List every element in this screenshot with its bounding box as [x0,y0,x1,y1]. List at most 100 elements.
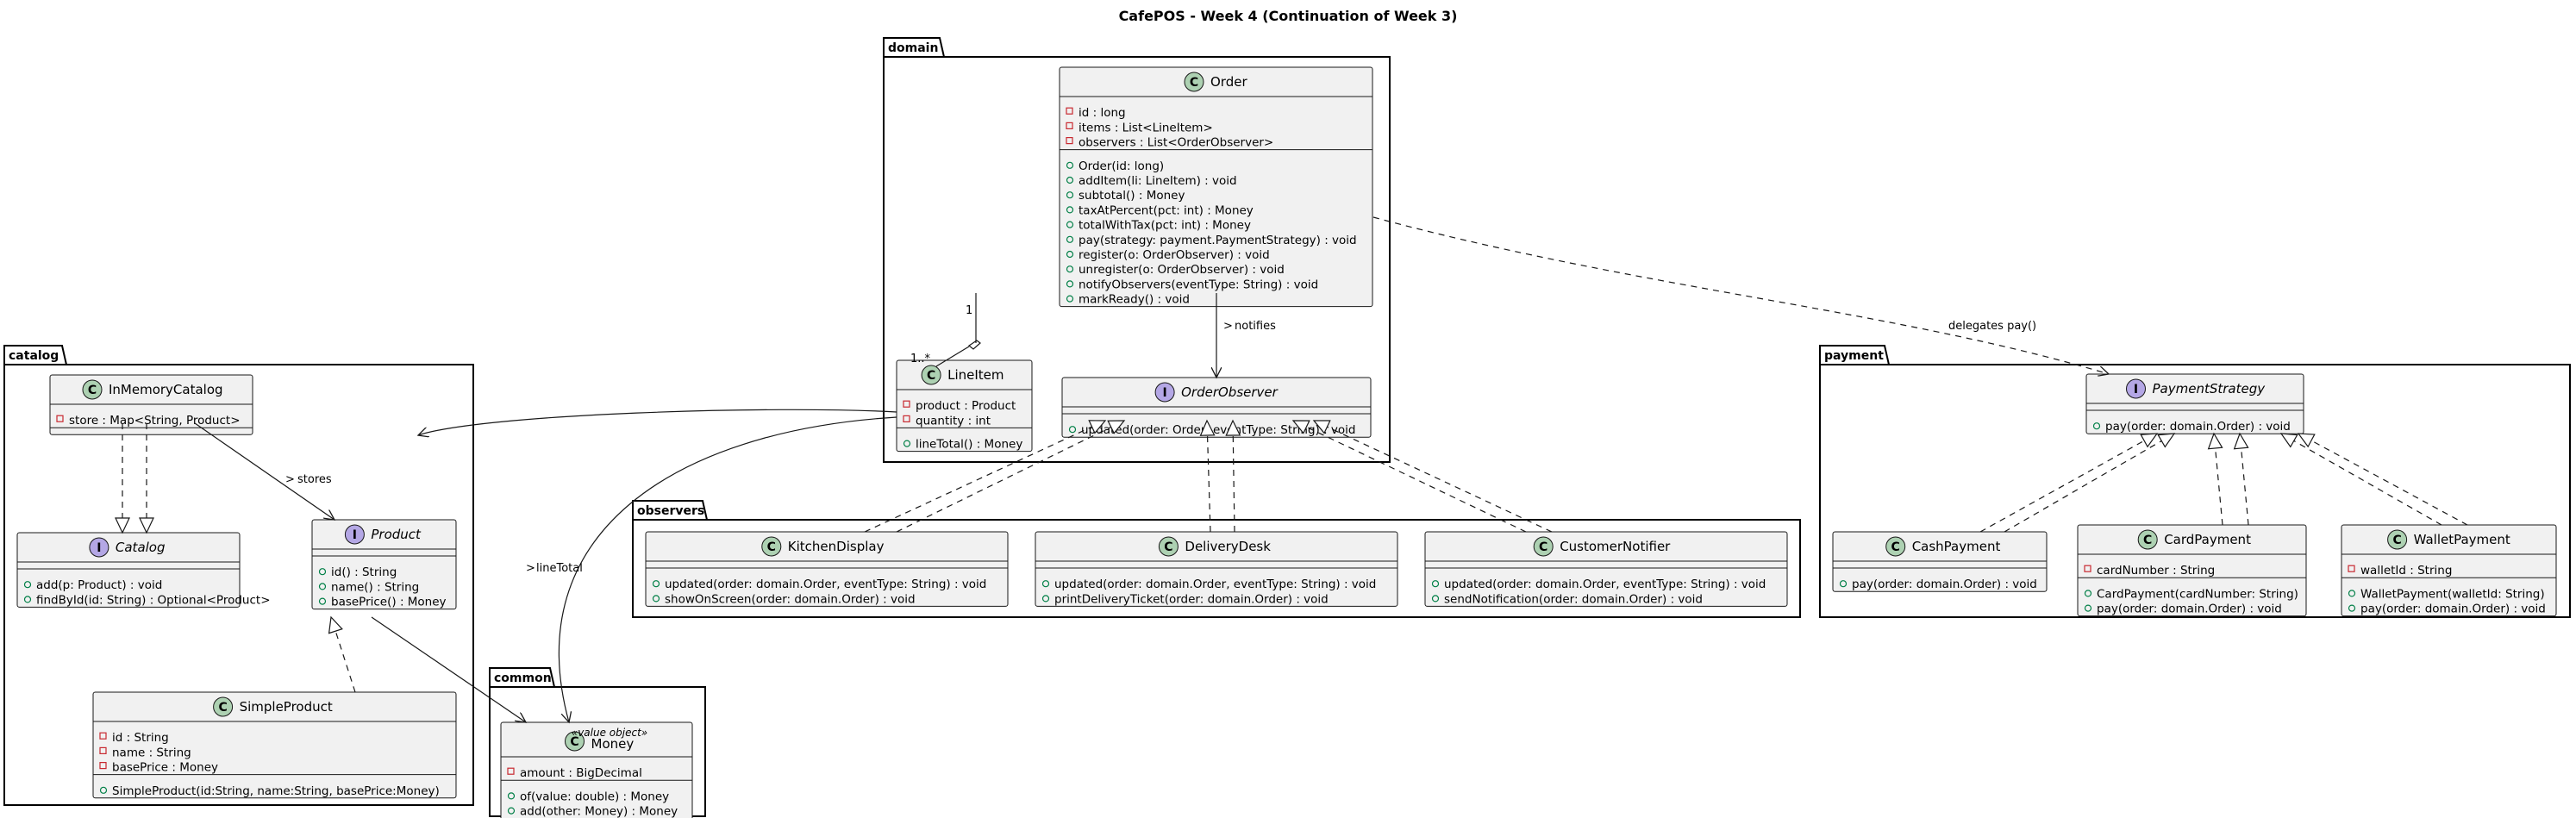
badge-letter: C [88,384,97,397]
package-observers-label: observers [637,504,704,518]
package-payment-label: payment [1824,349,1884,363]
edge-wallet-strategy-a [2279,433,2442,526]
public-visibility-icon [2092,422,2101,430]
class-field: id : long [1079,106,1126,120]
class-delivery-desk: C DeliveryDesk updated(order: domain.Order… [1035,531,1398,607]
edge-customer-observer-a [1291,420,1527,533]
class-method: totalWithTax(pct: int) : Money [1079,219,1251,233]
class-method: subtotal() : Money [1079,189,1185,203]
edge-card-strategy-a [2207,432,2223,526]
label-stores-arrow: > [285,473,295,486]
badge-letter: I [97,541,101,555]
label-notifies: notifies [1235,320,1276,333]
private-visibility-icon [2348,565,2355,572]
class-field: quantity : int [916,414,991,428]
class-name: KitchenDisplay [788,539,885,554]
public-visibility-icon [652,595,660,603]
public-visibility-icon [318,597,327,605]
class-badge-icon [1184,72,1204,92]
class-field: walletId : String [2360,564,2452,578]
class-field: id : String [112,731,169,745]
class-name: Money [591,736,635,752]
interface-badge-icon [2126,378,2146,399]
class-badge-icon [1885,536,1906,557]
public-visibility-icon [23,581,32,589]
public-visibility-icon [652,580,660,588]
class-name: PaymentStrategy [2153,381,2267,397]
badge-letter: C [1891,540,1900,554]
edge-delivery-observer-b [1225,419,1241,533]
edge-customer-observer-b [1312,420,1553,533]
label-notifies-arrow: > [1223,320,1233,333]
badge-letter: C [2392,534,2401,547]
package-common-label: common [494,671,552,685]
class-method: CardPayment(cardNumber: String) [2097,587,2298,601]
class-method: id() : String [331,565,397,579]
class-name: InMemoryCatalog [109,382,223,397]
edge-kitchen-observer-b [896,420,1126,533]
class-box [2077,524,2307,617]
private-visibility-icon [99,746,107,755]
class-method: Order(id: long) [1079,159,1164,173]
class-name: Order [1210,74,1247,90]
mult-lineitem-many: 1..* [910,353,931,365]
public-visibility-icon [1066,206,1074,214]
class-field: items : List<LineItem> [1079,121,1213,134]
public-visibility-icon [318,583,327,590]
relations: 1 1..* OrderObserver : notifies --> > no… [115,216,2468,722]
class-method: WalletPayment(walletId: String) [2360,587,2545,601]
public-visibility-icon [2084,590,2092,597]
public-visibility-icon [2084,604,2092,612]
class-method: basePrice() : Money [331,596,447,609]
class-badge-icon [2137,529,2158,550]
public-visibility-icon [1431,595,1440,603]
package-domain-label: domain [888,41,938,55]
public-visibility-icon [1041,580,1050,588]
class-badge-icon [1533,536,1554,557]
private-visibility-icon [1066,107,1073,115]
package-observers: observers [632,500,1801,618]
class-method: of(value: double) : Money [520,790,669,803]
class-method: add(p: Product) : void [36,578,162,592]
class-badge-icon [2387,529,2408,550]
class-box [1035,531,1398,607]
package-catalog-label: catalog [9,349,59,363]
class-method: pay(strategy: payment.PaymentStrategy) :… [1079,234,1357,247]
badge-letter: C [1164,540,1172,554]
class-method: pay(order: domain.Order) : void [2105,420,2291,434]
class-name: SimpleProduct [240,699,333,715]
label-linetotal: lineTotal [536,562,583,575]
class-name: CustomerNotifier [1560,539,1671,554]
public-visibility-icon [1066,235,1074,243]
package-catalog: catalog [3,345,474,806]
class-name: DeliveryDesk [1185,539,1271,554]
class-method: updated(order: domain.Order, eventType: … [1444,578,1766,591]
class-name: CardPayment [2164,532,2251,547]
private-visibility-icon [56,415,64,422]
class-method: pay(order: domain.Order) : void [2360,603,2546,616]
class-field: amount : BigDecimal [520,766,642,780]
badge-letter: C [767,540,776,554]
public-visibility-icon [1066,250,1074,259]
class-method: updated(order: domain.Order, eventType: … [1054,578,1376,591]
class-method: unregister(o: OrderObserver) : void [1079,263,1285,277]
edge-simpleproduct-product [328,615,356,693]
class-method: markReady() : void [1079,293,1190,307]
class-badge-icon [761,536,782,557]
badge-letter: C [218,701,227,715]
edge-lineitem-product [418,409,897,435]
diagram-title: CafePOS - Week 4 (Continuation of Week 3… [1119,8,1458,24]
package-domain: domain [883,37,1391,463]
public-visibility-icon [318,568,327,576]
private-visibility-icon [99,732,107,740]
public-visibility-icon [1066,191,1074,199]
class-badge-icon [213,696,234,717]
class-box [645,531,1009,607]
